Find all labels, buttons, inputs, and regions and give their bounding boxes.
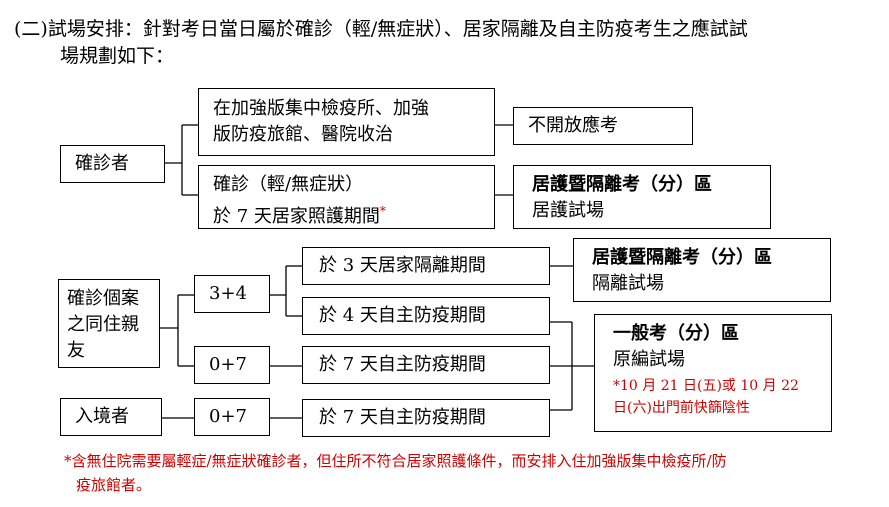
plan-0-7-b-label: 0+7 (209, 406, 247, 427)
node-general-room: 一般考（分）區 原編試場 *10 月 21 日(五)或 10 月 22 日(六)… (594, 314, 832, 432)
node-self-4: 於 4 天自主防疫期間 (302, 297, 550, 335)
cohabit-line-1: 確診個案 (67, 288, 139, 309)
plan-0-7-a-label: 0+7 (209, 354, 247, 375)
plan-3-4-label: 3+4 (209, 283, 247, 304)
section-heading: (二)試場安排：針對考日當日屬於確診（輕/無症狀）、居家隔離及自主防疫考生之應試… (14, 16, 748, 70)
home-care-room-title: 居護暨隔離考（分）區 (532, 174, 712, 195)
node-plan-0-7-a: 0+7 (194, 346, 270, 384)
footnote-line-2: 疫旅館者。 (76, 476, 152, 494)
node-self-7-a: 於 7 天自主防疫期間 (302, 346, 550, 384)
node-isolation-3: 於 3 天居家隔離期間 (302, 247, 550, 285)
self-4-label: 於 4 天自主防疫期間 (319, 305, 486, 326)
general-room-title: 一般考（分）區 (613, 323, 739, 344)
footnote-line-1: *含無住院需要屬輕症/無症狀確診者，但住所不符合居家照護條件，而安排入住加強版集… (64, 452, 727, 470)
node-plan-0-7-b: 0+7 (194, 398, 270, 436)
node-isolation-room: 居護暨隔離考（分）區 隔離試場 (573, 238, 831, 302)
quarantine-hotel-line-2: 版防疫旅館、醫院收治 (213, 124, 393, 145)
isolation-room-sub: 隔離試場 (592, 273, 664, 294)
rapid-test-note-line-2: 日(六)出門前快篩陰性 (613, 400, 750, 416)
node-confirmed: 確診者 (60, 145, 165, 183)
cohabit-line-3: 友 (67, 340, 85, 361)
node-entry: 入境者 (60, 398, 162, 436)
isolation-3-label: 於 3 天居家隔離期間 (319, 255, 486, 276)
entry-label: 入境者 (75, 406, 129, 427)
footnote-marker: * (379, 204, 386, 218)
node-home-care-room: 居護暨隔離考（分）區 居護試場 (513, 165, 771, 229)
node-quarantine-hotel: 在加強版集中檢疫所、加強 版防疫旅館、醫院收治 (198, 88, 495, 156)
heading-line-1: (二)試場安排：針對考日當日屬於確診（輕/無症狀）、居家隔離及自主防疫考生之應試… (14, 18, 748, 40)
node-home-care: 確診（輕/無症狀） 於 7 天居家照護期間* (198, 165, 495, 229)
rapid-test-note-line-1: *10 月 21 日(五)或 10 月 22 (613, 378, 799, 394)
isolation-room-title: 居護暨隔離考（分）區 (592, 247, 772, 268)
self-7-a-label: 於 7 天自主防疫期間 (319, 354, 486, 375)
node-self-7-b: 於 7 天自主防疫期間 (302, 399, 550, 437)
node-cohabitants: 確診個案 之同住親 友 (58, 279, 160, 368)
quarantine-hotel-line-1: 在加強版集中檢疫所、加強 (213, 98, 429, 119)
node-no-exam: 不開放應考 (513, 107, 693, 145)
heading-line-2: 場規劃如下： (60, 45, 175, 67)
home-care-room-sub: 居護試場 (532, 200, 604, 221)
home-care-line-2: 於 7 天居家照護期間 (213, 206, 380, 227)
general-room-sub: 原編試場 (613, 349, 685, 370)
node-plan-3-4: 3+4 (194, 275, 270, 313)
no-exam-label: 不開放應考 (528, 115, 618, 136)
footnote: *含無住院需要屬輕症/無症狀確診者，但住所不符合居家照護條件，而安排入住加強版集… (64, 449, 884, 497)
node-confirmed-label: 確診者 (75, 153, 129, 174)
cohabit-line-2: 之同住親 (67, 314, 139, 335)
self-7-b-label: 於 7 天自主防疫期間 (319, 407, 486, 428)
home-care-line-1: 確診（輕/無症狀） (213, 174, 364, 195)
